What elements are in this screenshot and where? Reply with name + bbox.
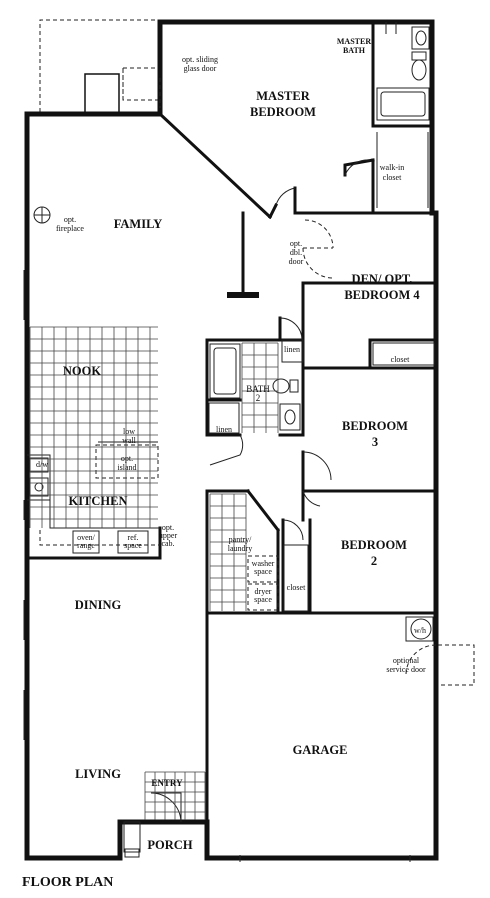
laundry-tile-lines xyxy=(209,493,247,611)
opt-dbl-door-label: opt. xyxy=(290,239,302,248)
dining-label: DINING xyxy=(75,598,122,612)
svg-text:oven/range: oven/range xyxy=(77,533,96,550)
interior-walls xyxy=(25,20,438,824)
washer-space-label: washer xyxy=(252,559,275,568)
living-label: LIVING xyxy=(75,767,121,781)
chimney-block xyxy=(84,73,120,115)
bedroom3-label: BEDROOM xyxy=(342,419,408,433)
plan-title: FLOOR PLAN xyxy=(22,875,113,890)
svg-text:opt.fireplace: opt.fireplace xyxy=(56,215,84,233)
pantry-laundry-label: pantry/ xyxy=(229,535,252,544)
opt-fireplace-label: opt. xyxy=(64,215,76,224)
bath2-label: BATH xyxy=(246,384,270,394)
entry-tile-lines xyxy=(144,771,206,820)
wh-label: w/h xyxy=(414,626,426,635)
opt-island-label: opt. xyxy=(121,454,133,463)
den-label: DEN/ OPT. xyxy=(352,272,413,286)
tile-grid xyxy=(29,326,279,820)
fixtures xyxy=(23,22,439,862)
bath-tile-lines xyxy=(241,342,279,433)
kitchen-label: KITCHEN xyxy=(68,494,127,508)
svg-text:opt.island: opt.island xyxy=(117,454,136,472)
tile-grid-lines xyxy=(29,326,158,528)
bedroom2-label: BEDROOM xyxy=(341,538,407,552)
svg-text:opt.dbl.door: opt.dbl.door xyxy=(289,239,304,266)
oven-range-label: oven/ xyxy=(77,533,96,542)
optional-service-door-label: optional xyxy=(393,656,420,665)
linen-upper-label: linen xyxy=(284,345,300,354)
svg-text:ref.space: ref.space xyxy=(124,533,142,550)
dw-label: d/w xyxy=(36,460,48,469)
porch-label: PORCH xyxy=(147,838,192,852)
ref-space-label: ref. xyxy=(128,533,139,542)
entry-label: ENTRY xyxy=(151,778,183,788)
closet-bed2-label: closet xyxy=(287,583,306,592)
closet-den-label: closet xyxy=(391,355,410,364)
linen-lower-label: linen xyxy=(216,425,232,434)
exterior-walls xyxy=(24,19,439,861)
svg-text:pantry/laundry: pantry/laundry xyxy=(228,535,252,553)
master-bath-label: MASTER xyxy=(337,37,371,46)
garage-label: GARAGE xyxy=(293,743,348,757)
walk-in-closet-label: walk-in xyxy=(380,163,404,172)
svg-text:DEN/ OPT.BEDROOM 4: DEN/ OPT.BEDROOM 4 xyxy=(344,272,420,302)
nook-label: NOOK xyxy=(63,364,101,378)
opt-sliding-glass-door-label: opt. sliding xyxy=(182,55,218,64)
opt-upper-cab-label: opt. xyxy=(162,523,174,532)
master-bedroom-label: MASTER xyxy=(256,89,310,103)
dryer-space-label: dryer xyxy=(255,587,272,596)
family-label: FAMILY xyxy=(114,217,163,231)
low-wall-label: low xyxy=(123,427,135,436)
